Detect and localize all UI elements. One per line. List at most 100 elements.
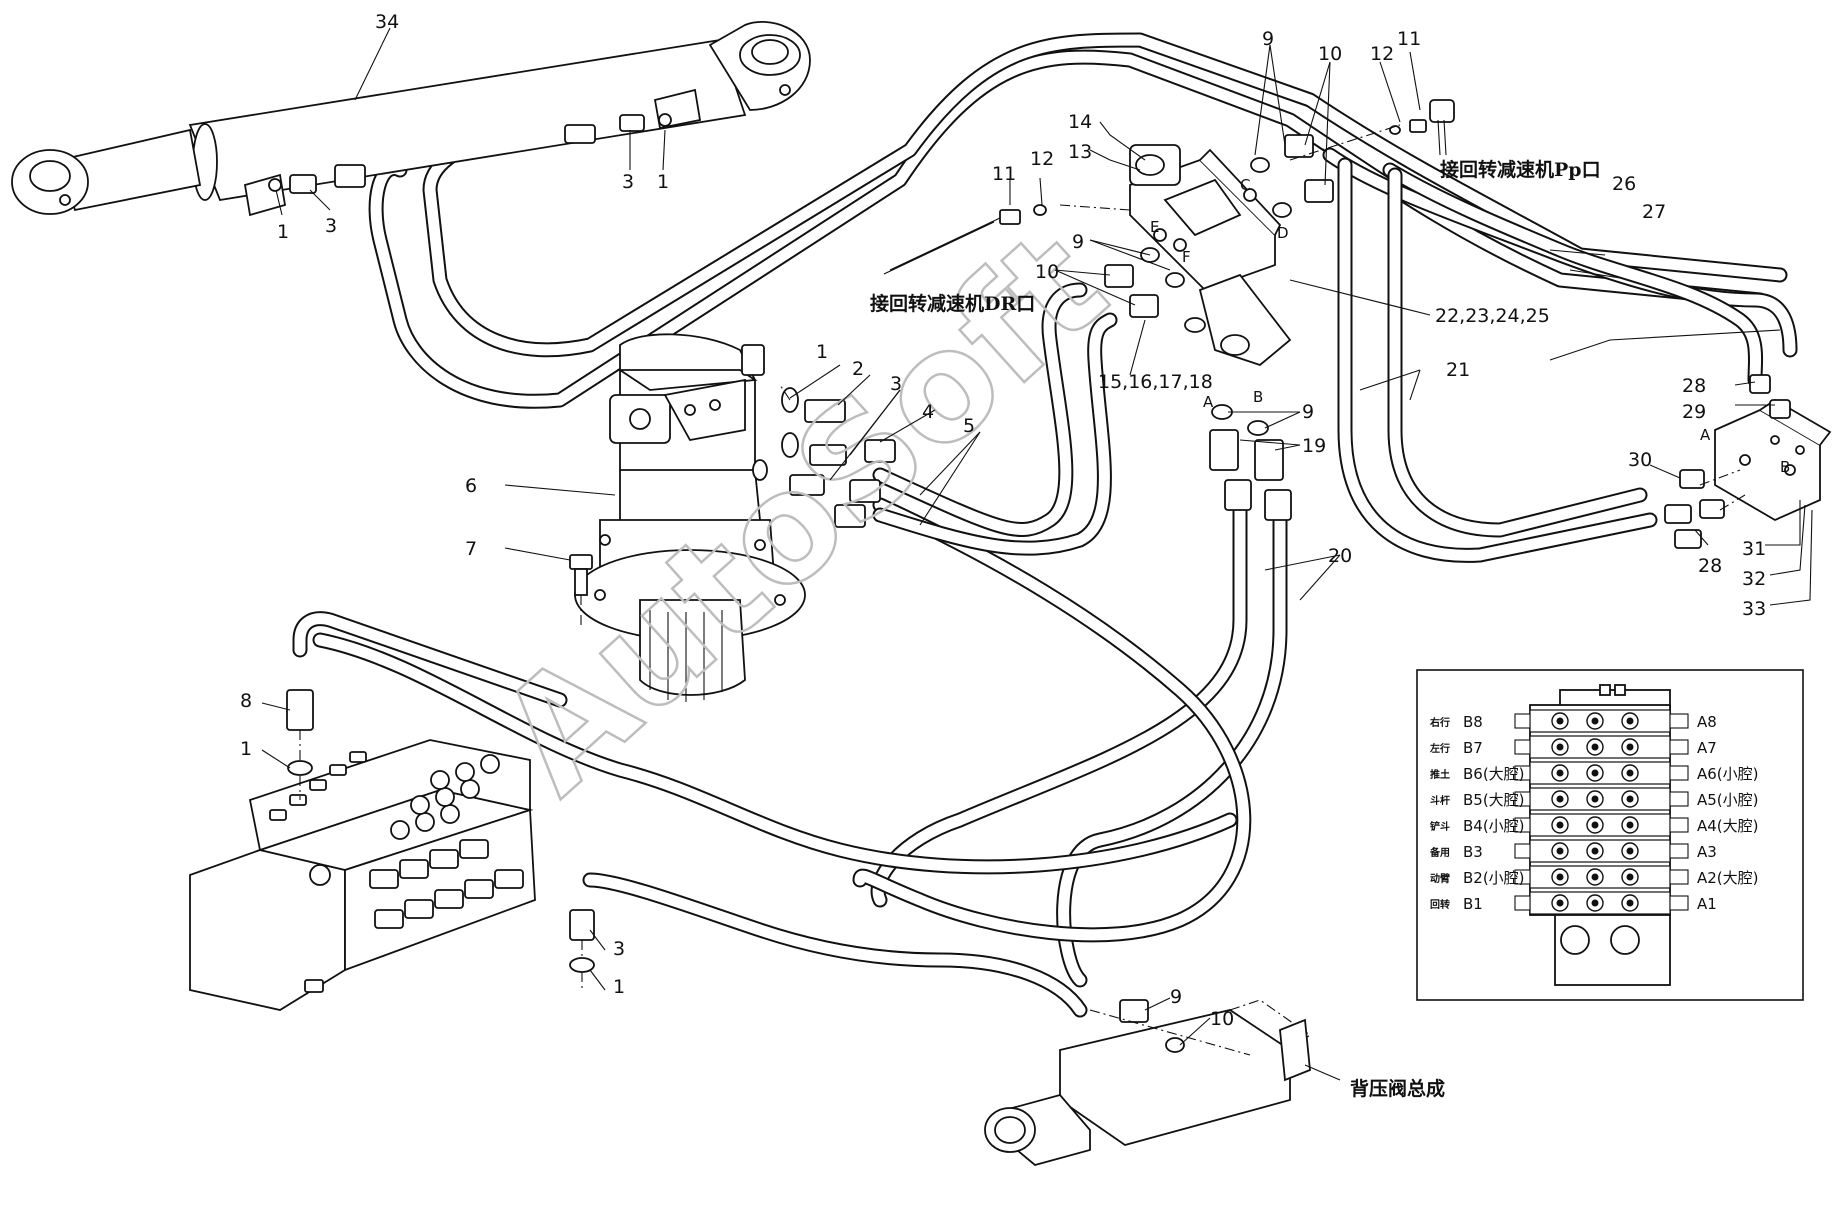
hose-group	[292, 32, 1798, 1018]
inset-row: 铲斗 B4(小腔) A4(大腔)	[1430, 813, 1759, 837]
label-5: 5	[963, 415, 975, 437]
label-9: 9	[1302, 401, 1314, 423]
inset-row-a-port: A7	[1697, 739, 1717, 757]
part-labels: 34 1 3 3 1 9 10 12 11 14 13 11 12 9 10 2…	[240, 11, 1766, 1030]
label-12: 12	[1030, 148, 1054, 170]
label-1: 1	[613, 976, 625, 998]
port-letter-d: D	[1277, 224, 1289, 242]
valve-inlet-fitting	[286, 689, 595, 990]
manifold-fittings	[883, 99, 1455, 318]
port-letter-a: A	[1700, 426, 1711, 444]
inset-row-b-port: B6(大腔)	[1463, 765, 1525, 783]
valve-spools	[309, 754, 500, 886]
label-3: 3	[622, 171, 634, 193]
swing-motor	[574, 333, 806, 702]
label-15-18: 15,16,17,18	[1098, 371, 1213, 393]
label-4: 4	[922, 401, 934, 423]
label-3: 3	[613, 938, 625, 960]
inset-row-tag: 动臂	[1430, 872, 1450, 885]
label-8: 8	[240, 690, 252, 712]
label-10: 10	[1210, 1008, 1234, 1030]
inset-row-tag: 铲斗	[1430, 820, 1450, 833]
label-27: 27	[1642, 201, 1666, 223]
label-11: 11	[992, 163, 1016, 185]
inset-row-a-port: A1	[1697, 895, 1717, 913]
label-20: 20	[1328, 545, 1352, 567]
label-7: 7	[465, 538, 477, 560]
label-31: 31	[1742, 538, 1766, 560]
inset-row-b-port: B5(大腔)	[1463, 791, 1525, 809]
back-pressure-valve	[984, 999, 1311, 1166]
inset-row-b-port: B2(小腔)	[1463, 869, 1525, 887]
port-letters: C D E F A B A B	[1150, 176, 1790, 476]
inset-row-b-port: B4(小腔)	[1463, 817, 1525, 835]
inset-row: 回转 B1 A1	[1430, 891, 1717, 915]
multi-way-valve	[189, 739, 536, 1011]
inset-row-tag: 左行	[1429, 742, 1450, 755]
label-13: 13	[1068, 141, 1092, 163]
port-letter-c: C	[1240, 176, 1250, 194]
inset-row-a-port: A8	[1697, 713, 1717, 731]
label-9: 9	[1170, 986, 1182, 1008]
label-10: 10	[1318, 43, 1342, 65]
manifold-block	[1129, 144, 1292, 367]
label-32: 32	[1742, 568, 1766, 590]
inset-row: 动臂 B2(小腔) A2(大腔)	[1430, 865, 1759, 889]
chinese-callouts: 接回转减速机Pp口 接回转减速机DR口 背压阀总成	[870, 158, 1601, 1100]
inset-row-b-port: B3	[1463, 843, 1483, 861]
label-26: 26	[1612, 173, 1636, 195]
label-1: 1	[277, 221, 289, 243]
inset-row-b-port: B1	[1463, 895, 1483, 913]
port-letter-b: B	[1253, 388, 1263, 406]
label-30: 30	[1628, 449, 1652, 471]
dr-port-label: 接回转减速机DR口	[870, 292, 1035, 315]
inset-row: 左行 B7 A7	[1429, 735, 1717, 759]
inset-row-a-port: A4(大腔)	[1697, 817, 1759, 835]
inset-row-b-port: B8	[1463, 713, 1483, 731]
port-letter-e: E	[1150, 218, 1159, 236]
label-22-25: 22,23,24,25	[1435, 305, 1550, 327]
label-29: 29	[1682, 401, 1706, 423]
label-14: 14	[1068, 111, 1092, 133]
hydraulic-cylinder	[11, 21, 811, 217]
label-21: 21	[1446, 359, 1470, 381]
label-1: 1	[816, 341, 828, 363]
port-letter-a: A	[1203, 393, 1214, 411]
inset-row-a-port: A2(大腔)	[1697, 869, 1759, 887]
watermark-text: AutoSoft	[468, 198, 1139, 826]
motor-fittings	[752, 384, 896, 528]
label-2: 2	[852, 358, 864, 380]
inset-row-a-port: A3	[1697, 843, 1717, 861]
inset-row-a-port: A6(小腔)	[1697, 765, 1759, 783]
inset-row: 备用 B3 A3	[1429, 839, 1717, 863]
inset-frame	[1416, 669, 1804, 1001]
back-pressure-label: 背压阀总成	[1350, 1077, 1445, 1100]
label-9: 9	[1072, 231, 1084, 253]
pp-port-label: 接回转减速机Pp口	[1440, 158, 1601, 181]
label-11: 11	[1397, 28, 1421, 50]
label-9: 9	[1262, 28, 1274, 50]
inset-row-b-port: B7	[1463, 739, 1483, 757]
label-1: 1	[657, 171, 669, 193]
label-19: 19	[1302, 435, 1326, 457]
inset-row: 斗杆 B5(大腔) A5(小腔)	[1430, 787, 1759, 811]
inset-row-tag: 备用	[1429, 846, 1450, 859]
label-34: 34	[375, 11, 399, 33]
bolt	[569, 554, 593, 625]
inset-row-tag: 斗杆	[1430, 794, 1450, 807]
port-letter-f: F	[1182, 248, 1191, 266]
inset-row-a-port: A5(小腔)	[1697, 791, 1759, 809]
label-3: 3	[890, 373, 902, 395]
inset-row: 推土 B6(大腔) A6(小腔)	[1430, 761, 1759, 785]
valve-pilot-fittings	[269, 751, 367, 993]
label-28: 28	[1698, 555, 1722, 577]
inset-row-tag: 回转	[1430, 898, 1450, 911]
label-33: 33	[1742, 598, 1766, 620]
inset-row-tag: 推土	[1430, 768, 1450, 781]
label-1: 1	[240, 738, 252, 760]
